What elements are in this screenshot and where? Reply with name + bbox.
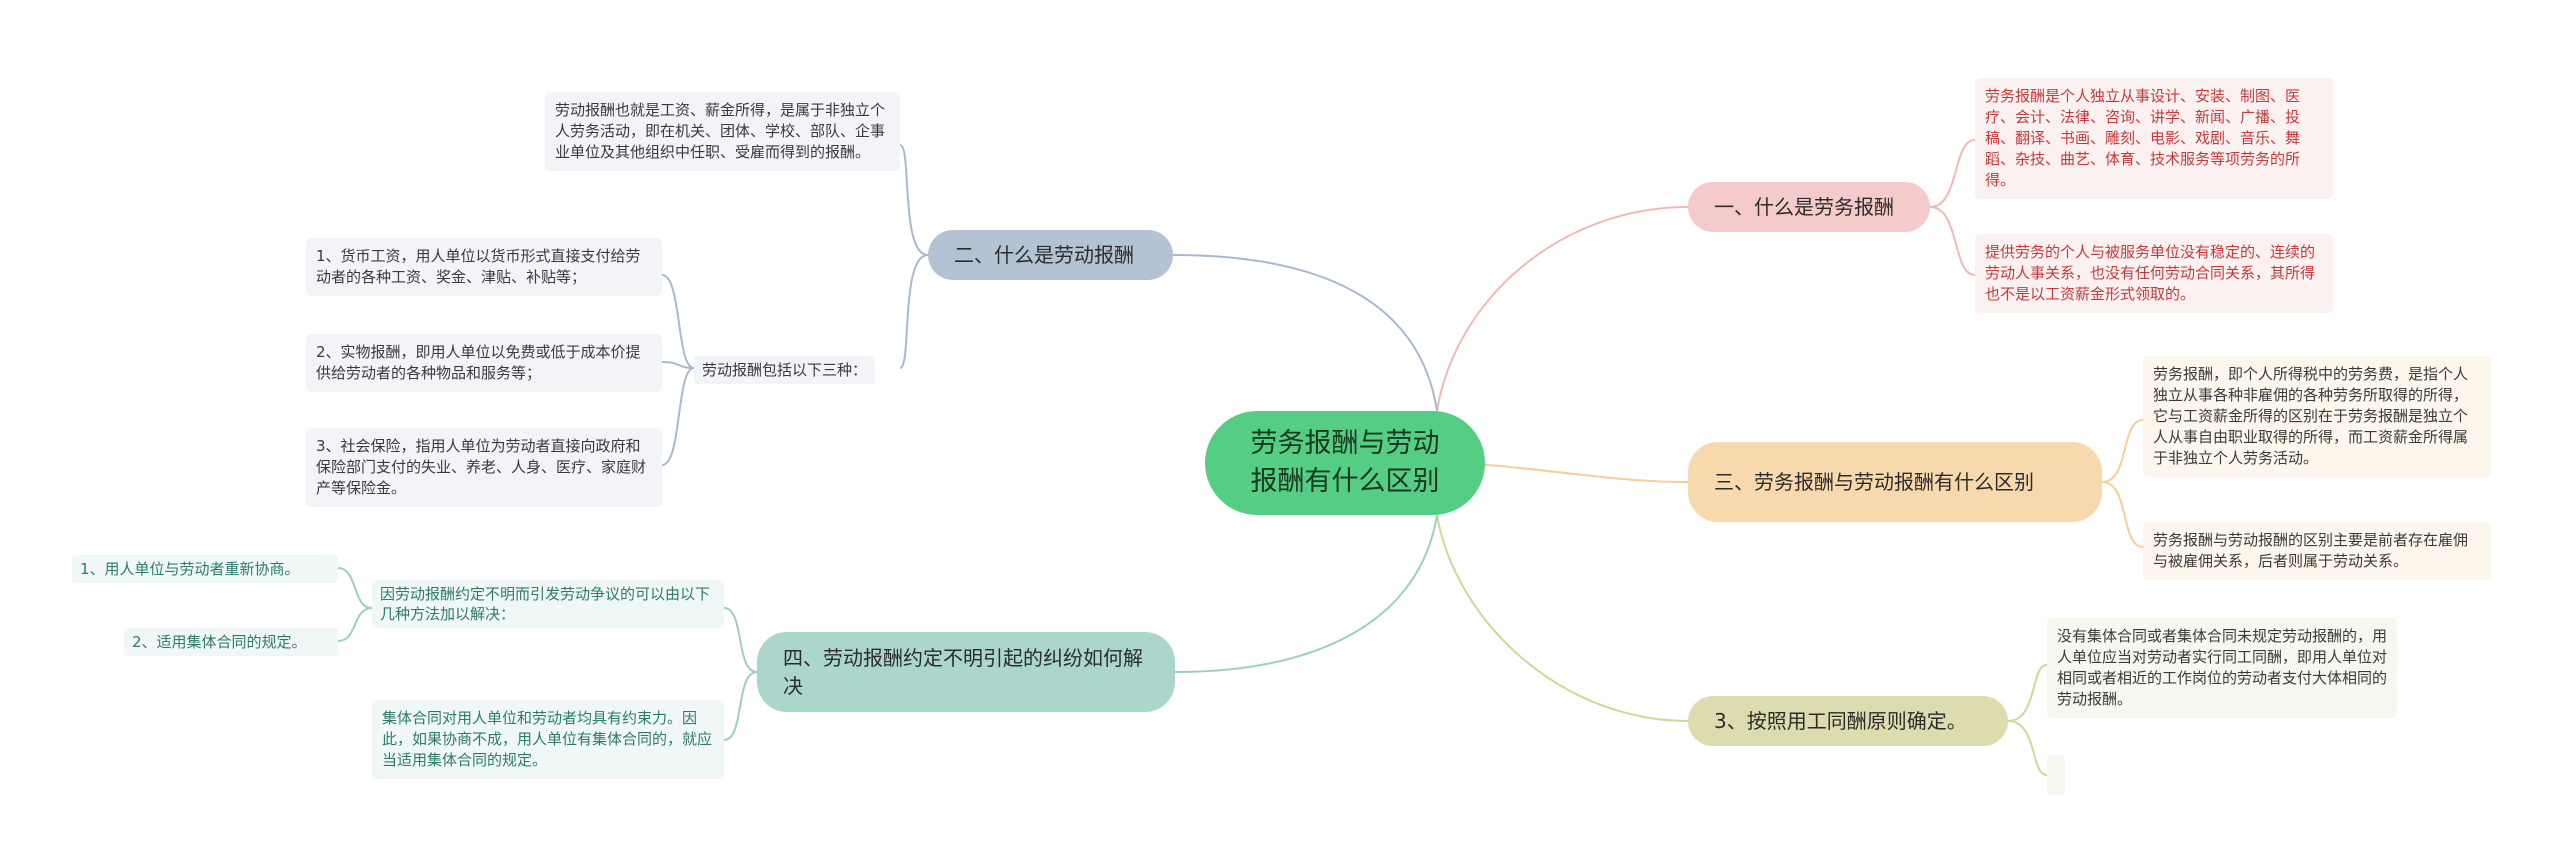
leaf-collective-contract-binding: 集体合同对用人单位和劳动者均具有约束力。因此，如果协商不成，用人单位有集体合同的… bbox=[372, 700, 724, 779]
link-root-b1 bbox=[1436, 206, 1689, 412]
branch-dispute-resolution[interactable]: 四、劳动报酬约定不明引起的纠纷如何解决 bbox=[757, 632, 1175, 712]
leaf-collective-contract-rule: 2、适用集体合同的规定。 bbox=[124, 628, 338, 656]
link-root-b5 bbox=[1174, 514, 1438, 673]
dispute-methods-label: 因劳动报酬约定不明而引发劳动争议的可以由以下几种方法加以解决： bbox=[372, 580, 724, 628]
leaf-service-remuneration-definition: 劳务报酬是个人独立从事设计、安装、制图、医疗、会计、法律、咨询、讲学、新闻、广播… bbox=[1975, 78, 2333, 199]
leaf-in-kind-remuneration: 2、实物报酬，即用人单位以免费或低于成本价提供给劳动者的各种物品和服务等； bbox=[306, 334, 662, 392]
leaf-social-insurance: 3、社会保险，指用人单位为劳动者直接向政府和保险部门支付的失业、养老、人身、医疗… bbox=[306, 428, 662, 507]
link-root-b4 bbox=[1172, 254, 1438, 412]
leaf-difference-detail: 劳务报酬，即个人所得税中的劳务费，是指个人独立从事各种非雇佣的各种劳务所取得的所… bbox=[2143, 356, 2491, 477]
leaf-renegotiate: 1、用人单位与劳动者重新协商。 bbox=[72, 555, 338, 583]
link-root-b3 bbox=[1436, 514, 1689, 722]
leaf-empty bbox=[2047, 755, 2065, 795]
leaf-monetary-wages: 1、货币工资，用人单位以货币形式直接支付给劳动者的各种工资、奖金、津贴、补贴等； bbox=[306, 238, 662, 296]
leaf-difference-summary: 劳务报酬与劳动报酬的区别主要是前者存在雇佣与被雇佣关系，后者则属于劳动关系。 bbox=[2143, 522, 2491, 580]
leaf-labor-remuneration-definition: 劳动报酬也就是工资、薪金所得，是属于非独立个人劳务活动，即在机关、团体、学校、部… bbox=[545, 92, 900, 171]
branch-difference[interactable]: 三、劳务报酬与劳动报酬有什么区别 bbox=[1688, 442, 2102, 522]
branch-equal-pay-principle[interactable]: 3、按照用工同酬原则确定。 bbox=[1688, 696, 2008, 746]
branch-what-is-labor-remuneration[interactable]: 二、什么是劳动报酬 bbox=[928, 230, 1173, 280]
labor-remuneration-types-label: 劳动报酬包括以下三种： bbox=[694, 356, 876, 384]
root-topic[interactable]: 劳务报酬与劳动报酬有什么区别 bbox=[1205, 411, 1485, 515]
leaf-equal-pay-detail: 没有集体合同或者集体合同未规定劳动报酬的，用人单位应当对劳动者实行同工同酬，即用… bbox=[2047, 618, 2397, 718]
leaf-service-remuneration-relationship: 提供劳务的个人与被服务单位没有稳定的、连续的劳动人事关系，也没有任何劳动合同关系… bbox=[1975, 234, 2333, 313]
branch-what-is-service-remuneration[interactable]: 一、什么是劳务报酬 bbox=[1688, 182, 1930, 232]
